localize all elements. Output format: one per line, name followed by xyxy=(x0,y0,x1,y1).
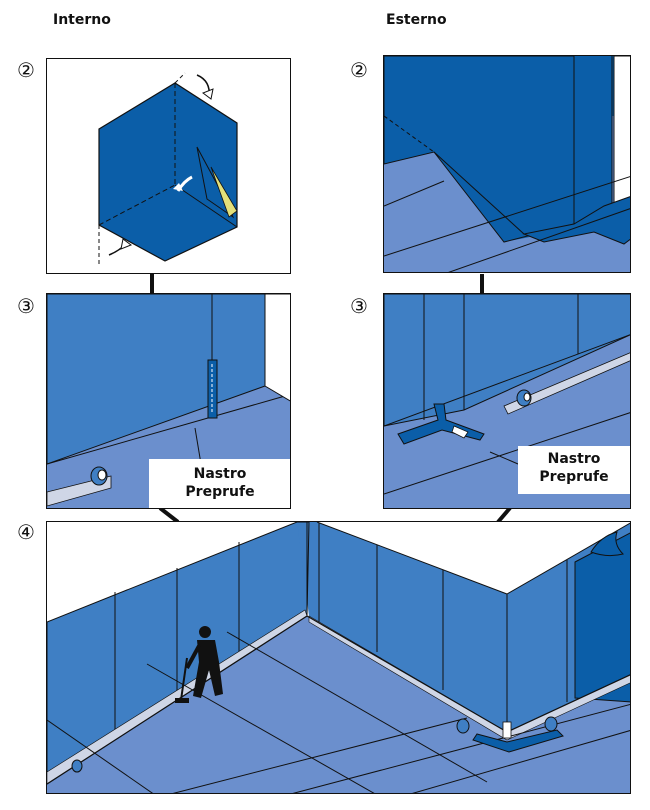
step-number-3-internal: ③ xyxy=(17,294,35,318)
panel-internal-tape xyxy=(46,293,291,509)
tape-label-external: Nastro Preprufe xyxy=(517,450,631,486)
peeling-corner-icon xyxy=(590,531,624,557)
tape-label-external-line1: Nastro xyxy=(547,451,601,467)
step-number-2-external: ② xyxy=(350,58,368,82)
panel-internal-fold xyxy=(46,58,291,274)
tape-roll-icon xyxy=(71,716,558,773)
tape-label-internal: Nastro Preprufe xyxy=(150,465,290,501)
tape-roll-icon xyxy=(90,466,108,486)
connector-internal xyxy=(150,274,154,294)
connector-external xyxy=(480,274,484,294)
heading-external: Esterno xyxy=(386,12,447,28)
panel-overview xyxy=(46,521,631,794)
heading-internal: Interno xyxy=(53,12,111,28)
panel-external-tape xyxy=(383,293,631,509)
step-number-3-external: ③ xyxy=(350,294,368,318)
step-number-2-internal: ② xyxy=(17,58,35,82)
tape-label-internal-line2: Preprufe xyxy=(185,484,255,500)
tape-label-internal-line1: Nastro xyxy=(193,466,247,482)
panel-external-fold xyxy=(383,55,631,273)
tape-roll-icon xyxy=(516,389,532,407)
worker-icon xyxy=(175,626,223,703)
fold-arrow-icon xyxy=(108,74,214,256)
step-number-4: ④ xyxy=(17,520,35,544)
tape-label-external-line2: Preprufe xyxy=(539,469,609,485)
